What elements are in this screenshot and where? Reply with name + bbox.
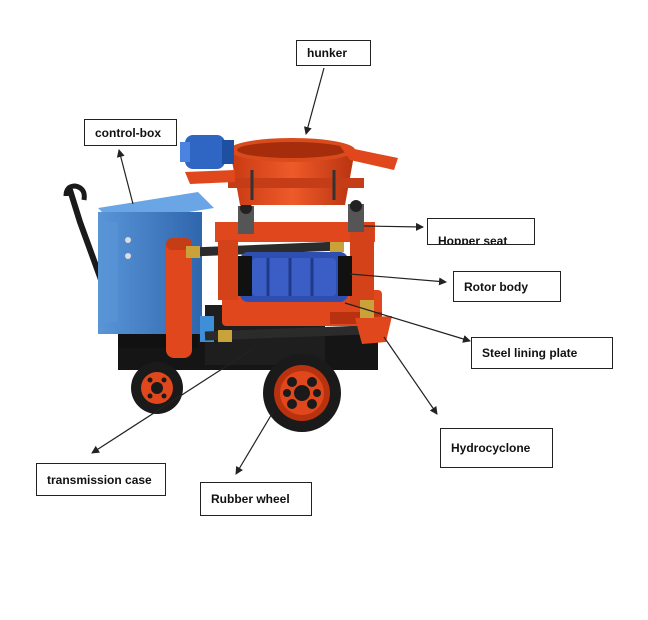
arrow-transmission-case	[91, 348, 254, 454]
label-hydrocyclone: Hydrocyclone	[440, 428, 553, 468]
feed-pipe	[166, 238, 192, 358]
rotor-body-part	[238, 252, 352, 302]
label-hunker: hunker	[296, 40, 371, 66]
label-hopper-seat: Hopper seat	[427, 218, 535, 245]
label-transmission-case-text: transmission case	[47, 472, 152, 487]
control-box-body	[98, 192, 214, 348]
hopper-part	[185, 138, 398, 205]
label-rotor-body-text: Rotor body	[464, 279, 528, 294]
label-control-box-text: control-box	[95, 125, 161, 140]
hydrocyclone-part	[355, 300, 392, 344]
label-transmission-case: transmission case	[36, 463, 166, 496]
arrow-rubber-wheel	[235, 411, 274, 475]
label-rubber-wheel-text: Rubber wheel	[211, 492, 290, 506]
front-small-wheel	[131, 362, 183, 414]
hopper-seat-part	[238, 200, 364, 234]
arrow-steel-lining-plate	[344, 302, 471, 343]
arrow-control-box	[116, 149, 134, 205]
label-steel-lining-plate: Steel lining plate	[471, 337, 613, 369]
vibrator-motor	[180, 135, 234, 169]
label-control-box: control-box	[84, 119, 177, 146]
label-hopper-seat-text: Hopper seat	[438, 234, 508, 245]
arrow-hopper-seat	[363, 222, 424, 231]
shotcrete-machine	[63, 135, 398, 432]
label-steel-lining-plate-text: Steel lining plate	[482, 346, 578, 360]
arrow-hydrocyclone	[383, 336, 438, 415]
pointer-arrows	[91, 67, 471, 475]
label-hydrocyclone-text: Hydrocyclone	[451, 441, 531, 455]
upper-hose	[191, 241, 341, 257]
arrow-rotor-body	[349, 273, 447, 286]
label-hunker-text: hunker	[307, 46, 348, 60]
label-rubber-wheel: Rubber wheel	[200, 482, 312, 516]
arrow-hunker	[303, 67, 325, 135]
label-rotor-body: Rotor body	[453, 271, 561, 302]
rubber-wheel-part	[263, 354, 341, 432]
